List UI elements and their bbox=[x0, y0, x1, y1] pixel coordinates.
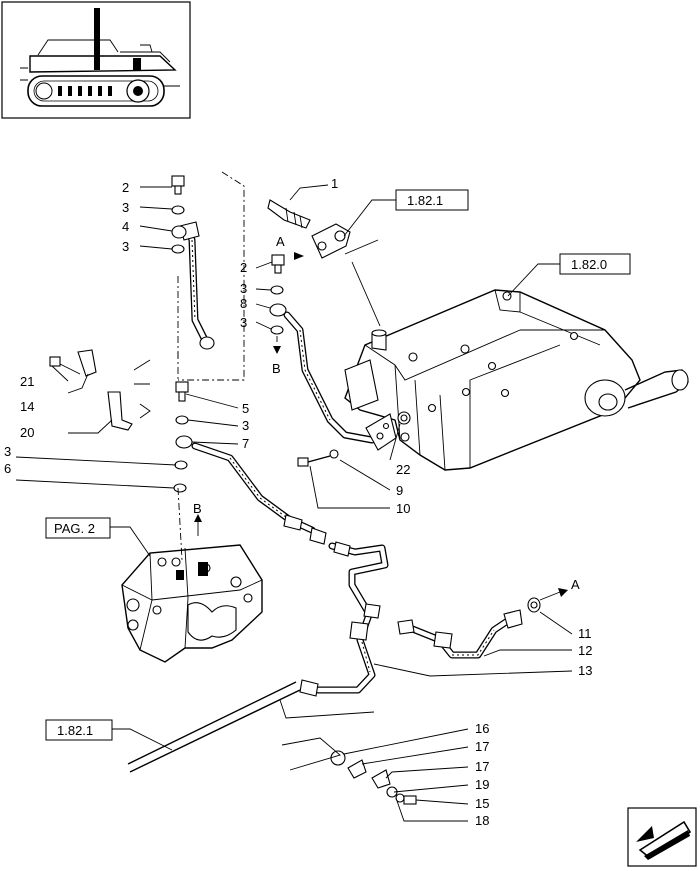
reference-boxes: 1.82.1 1.82.0 PAG. 2 1.82.1 bbox=[45, 189, 631, 741]
next-page-arrow-icon[interactable] bbox=[627, 807, 697, 867]
hydraulic-hoses bbox=[127, 221, 523, 773]
callout-2: 2 bbox=[240, 260, 247, 275]
callout-21: 21 bbox=[20, 374, 34, 389]
callout-numbers: 1 2 3 4 3 2 3 8 3 21 14 20 3 6 5 3 7 22 … bbox=[4, 176, 592, 828]
callout-2: 2 bbox=[122, 180, 129, 195]
callout-13: 13 bbox=[578, 663, 592, 678]
callout-18: 18 bbox=[475, 813, 489, 828]
alignment-lines bbox=[177, 171, 278, 561]
callout-7: 7 bbox=[242, 436, 249, 451]
flow-label-b: B bbox=[272, 361, 281, 376]
callout-3: 3 bbox=[122, 200, 129, 215]
ref-1-82-1: 1.82.1 bbox=[407, 193, 443, 208]
callout-3: 3 bbox=[242, 418, 249, 433]
flow-labels: A B B A bbox=[193, 234, 580, 592]
callout-16: 16 bbox=[475, 721, 489, 736]
tractor-location-thumbnail bbox=[1, 1, 191, 119]
flow-label-a: A bbox=[276, 234, 285, 249]
ref-1-82-1: 1.82.1 bbox=[57, 723, 93, 738]
control-valve-assembly bbox=[121, 544, 263, 663]
ref-1-82-0: 1.82.0 bbox=[571, 257, 607, 272]
flow-arrows bbox=[194, 242, 568, 601]
flow-label-b: B bbox=[193, 501, 202, 516]
callout-20: 20 bbox=[20, 425, 34, 440]
callout-9: 9 bbox=[396, 483, 403, 498]
callout-3: 3 bbox=[4, 444, 11, 459]
ref-pag-2: PAG. 2 bbox=[54, 521, 95, 536]
rear-transmission-housing bbox=[344, 289, 689, 471]
callout-3: 3 bbox=[240, 281, 247, 296]
flow-label-a: A bbox=[571, 577, 580, 592]
callout-14: 14 bbox=[20, 399, 34, 414]
callout-17: 17 bbox=[475, 759, 489, 774]
fittings-and-fasteners bbox=[49, 175, 541, 805]
callout-3: 3 bbox=[122, 239, 129, 254]
callout-22: 22 bbox=[396, 462, 410, 477]
callout-10: 10 bbox=[396, 501, 410, 516]
callout-19: 19 bbox=[475, 777, 489, 792]
callout-15: 15 bbox=[475, 796, 489, 811]
callout-11: 11 bbox=[578, 626, 592, 641]
leader-lines bbox=[15, 184, 573, 822]
callout-3: 3 bbox=[240, 315, 247, 330]
callout-4: 4 bbox=[122, 219, 129, 234]
callout-6: 6 bbox=[4, 461, 11, 476]
callout-12: 12 bbox=[578, 643, 592, 658]
callout-17: 17 bbox=[475, 739, 489, 754]
callout-1: 1 bbox=[331, 176, 338, 191]
callout-8: 8 bbox=[240, 296, 247, 311]
callout-5: 5 bbox=[242, 401, 249, 416]
